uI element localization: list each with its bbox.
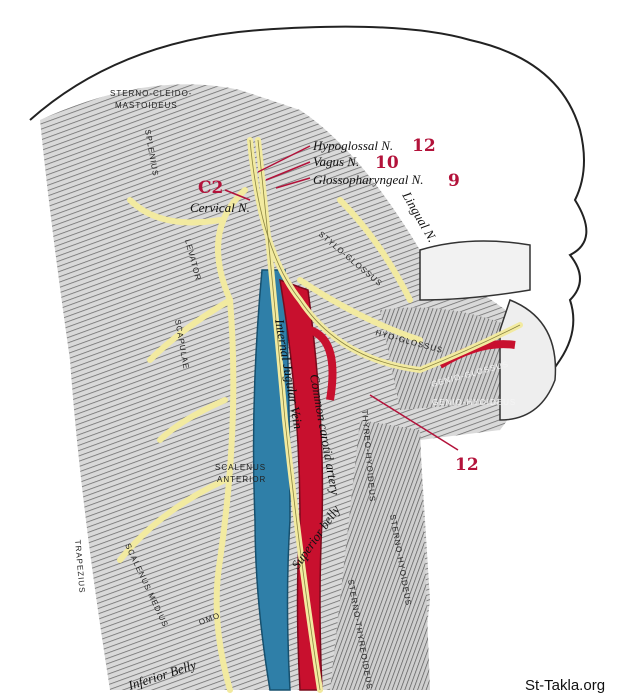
scm-label-2: MASTOIDEUS [115,101,178,110]
watermark: St-Takla.org [525,677,605,694]
glossopharyngeal-number: 9 [448,171,460,191]
scm-label-1: STERNO-CLEIDO- [110,89,192,98]
vagus-number: 10 [375,153,399,173]
genio-hyoideus-label: GENIO-HYOIDEUS [432,398,516,407]
hypoglossal-lower-number: 12 [455,455,479,475]
vagus-label: Vagus N. [313,154,359,169]
trapezius-label: TRAPEZIUS [73,539,87,593]
hypoglossal-number: 12 [412,136,436,156]
label-pointers [224,145,459,451]
hypoglossal-label: Hypoglossal N. [312,138,393,153]
glossopharyngeal-label: Glossopharyngeal N. [313,172,424,187]
scalenus-anterior-label-2: ANTERIOR [217,475,266,484]
teeth [419,240,531,301]
c2-number: C2 [198,178,223,198]
cervical-label: Cervical N. [190,200,250,215]
face-outline [29,25,588,431]
front-neck-muscles [330,420,430,690]
scalenus-anterior-label-1: SCALENUS [215,463,266,472]
